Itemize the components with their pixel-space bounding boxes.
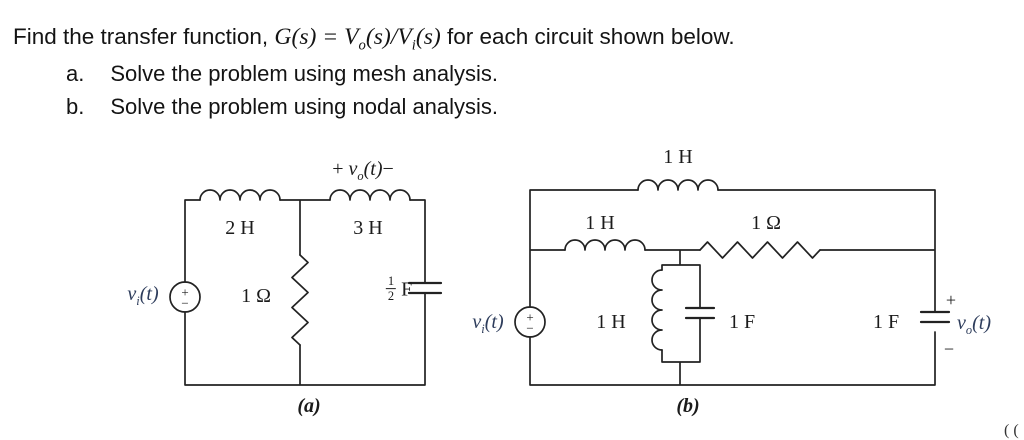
voltage-source-symbol-a bbox=[169, 281, 201, 313]
inductor-2h-label: 2 H bbox=[225, 217, 255, 239]
circuit-a-wires bbox=[184, 199, 426, 386]
resistor-1ohm-label-b: 1 Ω bbox=[751, 212, 781, 234]
resistor-1ohm-zigzag bbox=[291, 254, 309, 346]
problem-title: Find the transfer function, G(s) = Vo(s)… bbox=[13, 24, 735, 54]
resistor-1ohm-zigzag-b bbox=[699, 241, 821, 259]
source-minus-sign-b: − bbox=[526, 320, 534, 336]
cropped-corner-text: ( ( bbox=[1004, 422, 1019, 439]
source-voltage-label-a: vi(t) bbox=[127, 283, 159, 308]
circuit-b-wires bbox=[529, 189, 936, 386]
output-plus-sign-b: + bbox=[945, 290, 957, 310]
output-voltage-label-b: vo(t) bbox=[957, 312, 991, 337]
item-b-text: Solve the problem using nodal analysis. bbox=[110, 94, 499, 119]
capacitor-right-1f-plates bbox=[919, 310, 951, 324]
resistor-1ohm-label-a: 1 Ω bbox=[241, 285, 271, 307]
output-voltage-label-a: + vo(t)− bbox=[332, 158, 394, 183]
source-plus-sign-a: + bbox=[181, 284, 189, 300]
source-plus-sign-b: + bbox=[526, 309, 534, 325]
source-voltage-label-b: vi(t) bbox=[472, 311, 504, 336]
item-a-label: a. bbox=[66, 61, 85, 86]
list-item-b: b. Solve the problem using nodal analysi… bbox=[66, 94, 498, 120]
inductor-top-1h-label: 1 H bbox=[663, 146, 693, 168]
capacitor-mid-1f-label: 1 F bbox=[728, 311, 756, 333]
inductor-inner-1h-label: 1 H bbox=[585, 212, 615, 234]
title-pre: Find the transfer function, bbox=[13, 24, 275, 49]
inductor-3h-coil bbox=[329, 189, 411, 201]
inductor-2h-coil bbox=[199, 189, 281, 201]
caption-a: (a) bbox=[297, 395, 321, 417]
source-minus-sign-a: − bbox=[181, 295, 189, 311]
circuit-b-schematic bbox=[514, 179, 951, 386]
title-math-g: G(s) = Vo(s)/Vi(s) bbox=[274, 24, 441, 54]
capacitor-right-1f-label: 1 F bbox=[872, 311, 900, 333]
voltage-source-symbol-b bbox=[514, 306, 546, 338]
inductor-mid-1h-label: 1 H bbox=[596, 311, 626, 333]
item-b-label: b. bbox=[66, 94, 85, 119]
capacitor-half-farad-plates bbox=[407, 281, 443, 295]
circuit-a-schematic bbox=[169, 189, 443, 386]
inductor-3h-label: 3 H bbox=[353, 217, 383, 239]
title-post: for each circuit shown below. bbox=[440, 24, 735, 49]
inductor-mid-1h-coil bbox=[651, 269, 663, 351]
output-minus-sign-b: − bbox=[943, 339, 955, 359]
caption-b: (b) bbox=[676, 395, 700, 417]
list-item-a: a. Solve the problem using mesh analysis… bbox=[66, 61, 498, 87]
capacitor-mid-1f-plates bbox=[684, 306, 716, 320]
item-a-text: Solve the problem using mesh analysis. bbox=[110, 61, 499, 86]
inductor-inner-1h-coil bbox=[564, 239, 646, 251]
inductor-top-1h-coil bbox=[637, 179, 719, 191]
